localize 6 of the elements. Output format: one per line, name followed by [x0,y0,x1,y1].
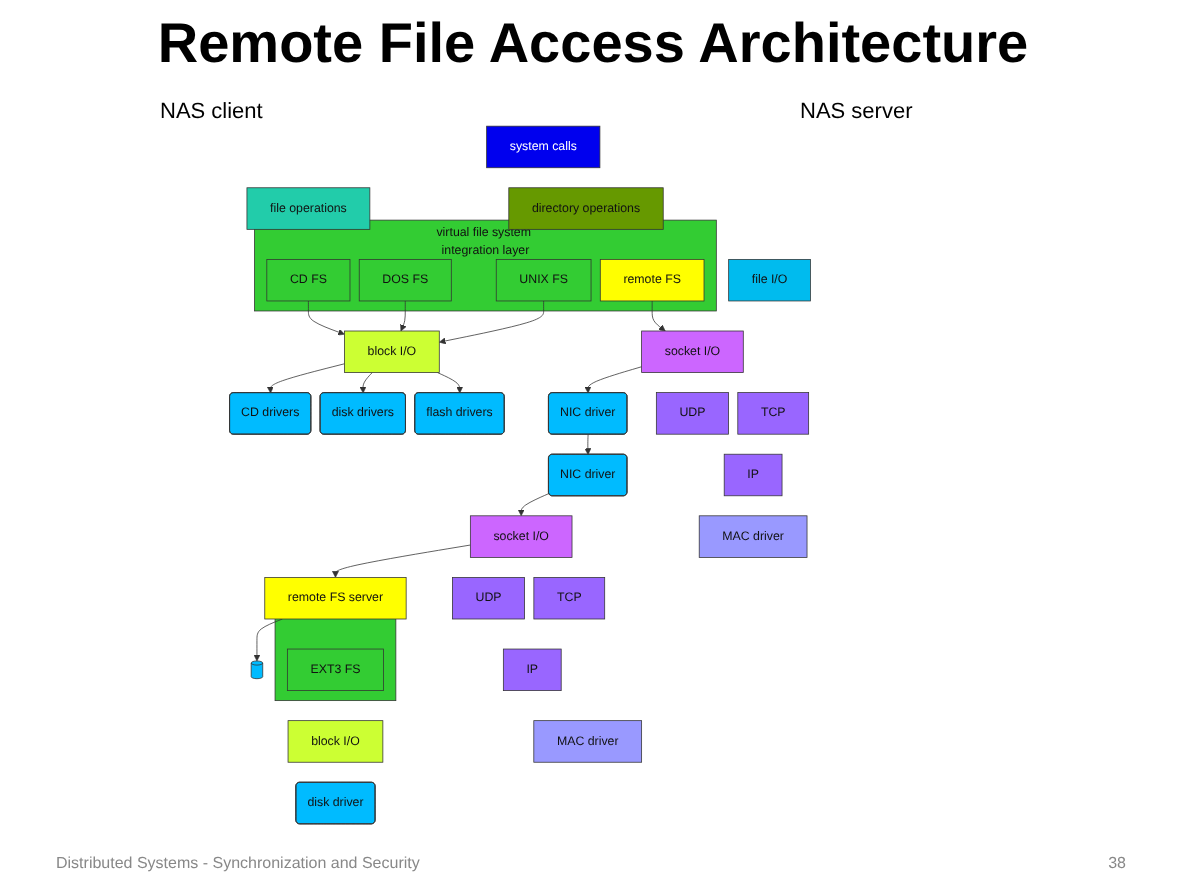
column-heading: NAS client [160,100,263,124]
slide-title: Remote File Access Architecture [155,12,1031,76]
node-cylinder [250,660,264,680]
column-heading: NAS server [800,100,913,124]
slide-footer: Distributed Systems - Synchronization and Security [56,854,420,872]
page-number: 38 [1108,854,1126,872]
